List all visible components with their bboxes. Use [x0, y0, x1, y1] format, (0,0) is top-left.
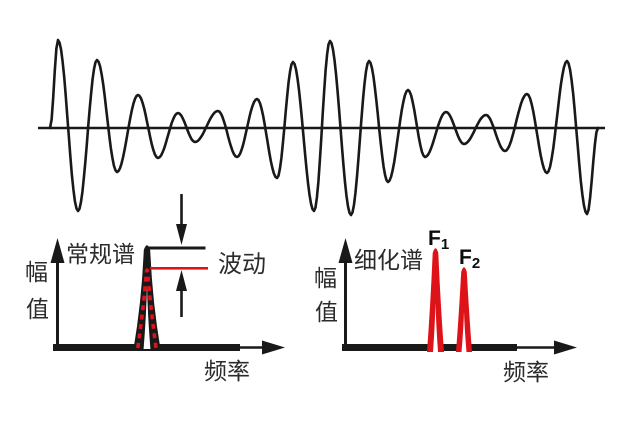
left-x-axis-label: 频率 — [204, 359, 250, 384]
right-x-axis-arrow-icon — [554, 340, 577, 355]
peak-f2-label-base: F — [459, 246, 472, 269]
conventional-spectrum-panel: 常规谱 幅 值 频率 波动 — [25, 194, 285, 384]
zoom-peak-f1-inner-gap — [433, 302, 438, 352]
zoom-peak-f2 — [456, 267, 472, 352]
fluctuation-upper-line — [147, 246, 206, 250]
fluctuation-up-arrow-icon — [176, 270, 187, 291]
zoom-peak-f2-inner-gap — [461, 311, 467, 352]
left-y-axis-arrow-icon — [50, 238, 65, 263]
right-panel-title: 细化谱 — [354, 248, 423, 273]
fluctuating-peak-dashed — [136, 268, 158, 349]
time-waveform — [38, 38, 605, 217]
peak-f1-label-sub: 1 — [441, 236, 449, 253]
conventional-peak-inner-gap — [143, 285, 151, 349]
fluctuation-lower-line — [150, 267, 208, 270]
right-y-axis-label-char-1: 幅 — [314, 266, 337, 291]
waveform-path — [48, 38, 600, 217]
fluctuation-down-arrow-icon — [176, 224, 187, 245]
peak-f2-label: F2 — [459, 246, 480, 272]
left-y-axis-label-char-1: 幅 — [25, 260, 48, 285]
left-y-axis-label-char-2: 值 — [26, 297, 49, 322]
right-x-axis-label: 频率 — [503, 360, 549, 385]
left-panel-title: 常规谱 — [66, 242, 135, 267]
peak-f2-label-sub: 2 — [472, 255, 480, 272]
peak-f1-label-base: F — [428, 227, 441, 250]
zoom-spectrum-panel: 细化谱 幅 值 频率 F1 F2 — [314, 227, 577, 385]
right-y-axis-arrow-icon — [338, 238, 353, 263]
right-y-axis-label-char-2: 值 — [315, 300, 338, 325]
zoom-peak-f1 — [427, 248, 444, 352]
peak-f1-label: F1 — [428, 227, 449, 253]
fluctuation-label: 波动 — [218, 251, 266, 278]
left-x-axis-arrow-icon — [262, 340, 285, 355]
